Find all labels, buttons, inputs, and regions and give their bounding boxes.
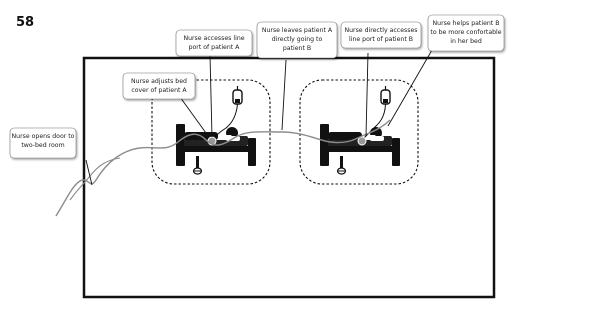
- svg-text:Nurse accesses line: Nurse accesses line: [183, 35, 244, 42]
- svg-text:Nurse opens door to: Nurse opens door to: [12, 133, 75, 140]
- svg-text:in her bed: in her bed: [450, 38, 482, 45]
- line-port-b: [357, 136, 367, 146]
- callout-accesses-b: Nurse directly accesses line port of pat…: [340, 21, 422, 49]
- iv-bag-b-icon: [380, 85, 391, 105]
- bed-zone-b: [299, 79, 419, 185]
- svg-text:Nurse leaves patient A: Nurse leaves patient A: [262, 27, 333, 34]
- svg-text:Nurse directly accesses: Nurse directly accesses: [344, 27, 417, 34]
- svg-text:cover of patient A: cover of patient A: [131, 87, 187, 94]
- svg-text:Nurse adjusts bed: Nurse adjusts bed: [131, 78, 187, 85]
- svg-text:to be more confortable: to be more confortable: [430, 29, 501, 36]
- callout-leaves-a: Nurse leaves patient A directly going to…: [256, 21, 338, 59]
- svg-text:directly going to: directly going to: [272, 36, 323, 43]
- callout-opens-door: Nurse opens door to two-bed room: [9, 127, 77, 159]
- svg-text:Nurse helps patient B: Nurse helps patient B: [433, 20, 500, 27]
- iv-bag-a-icon: [232, 85, 243, 105]
- svg-text:two-bed room: two-bed room: [21, 142, 64, 149]
- svg-text:line port of patient B: line port of patient B: [349, 36, 413, 43]
- callout-accesses-a: Nurse accesses line port of patient A: [175, 29, 253, 57]
- bed-a-icon: [175, 123, 257, 175]
- svg-text:patient B: patient B: [283, 45, 311, 52]
- callout-helps-b: Nurse helps patient B to be more confort…: [427, 14, 505, 52]
- frame-number: 58: [16, 15, 35, 30]
- svg-text:port of patient A: port of patient A: [189, 44, 241, 51]
- bed-b-icon: [319, 123, 401, 175]
- callout-adjusts-cover: Nurse adjusts bed cover of patient A: [122, 72, 196, 100]
